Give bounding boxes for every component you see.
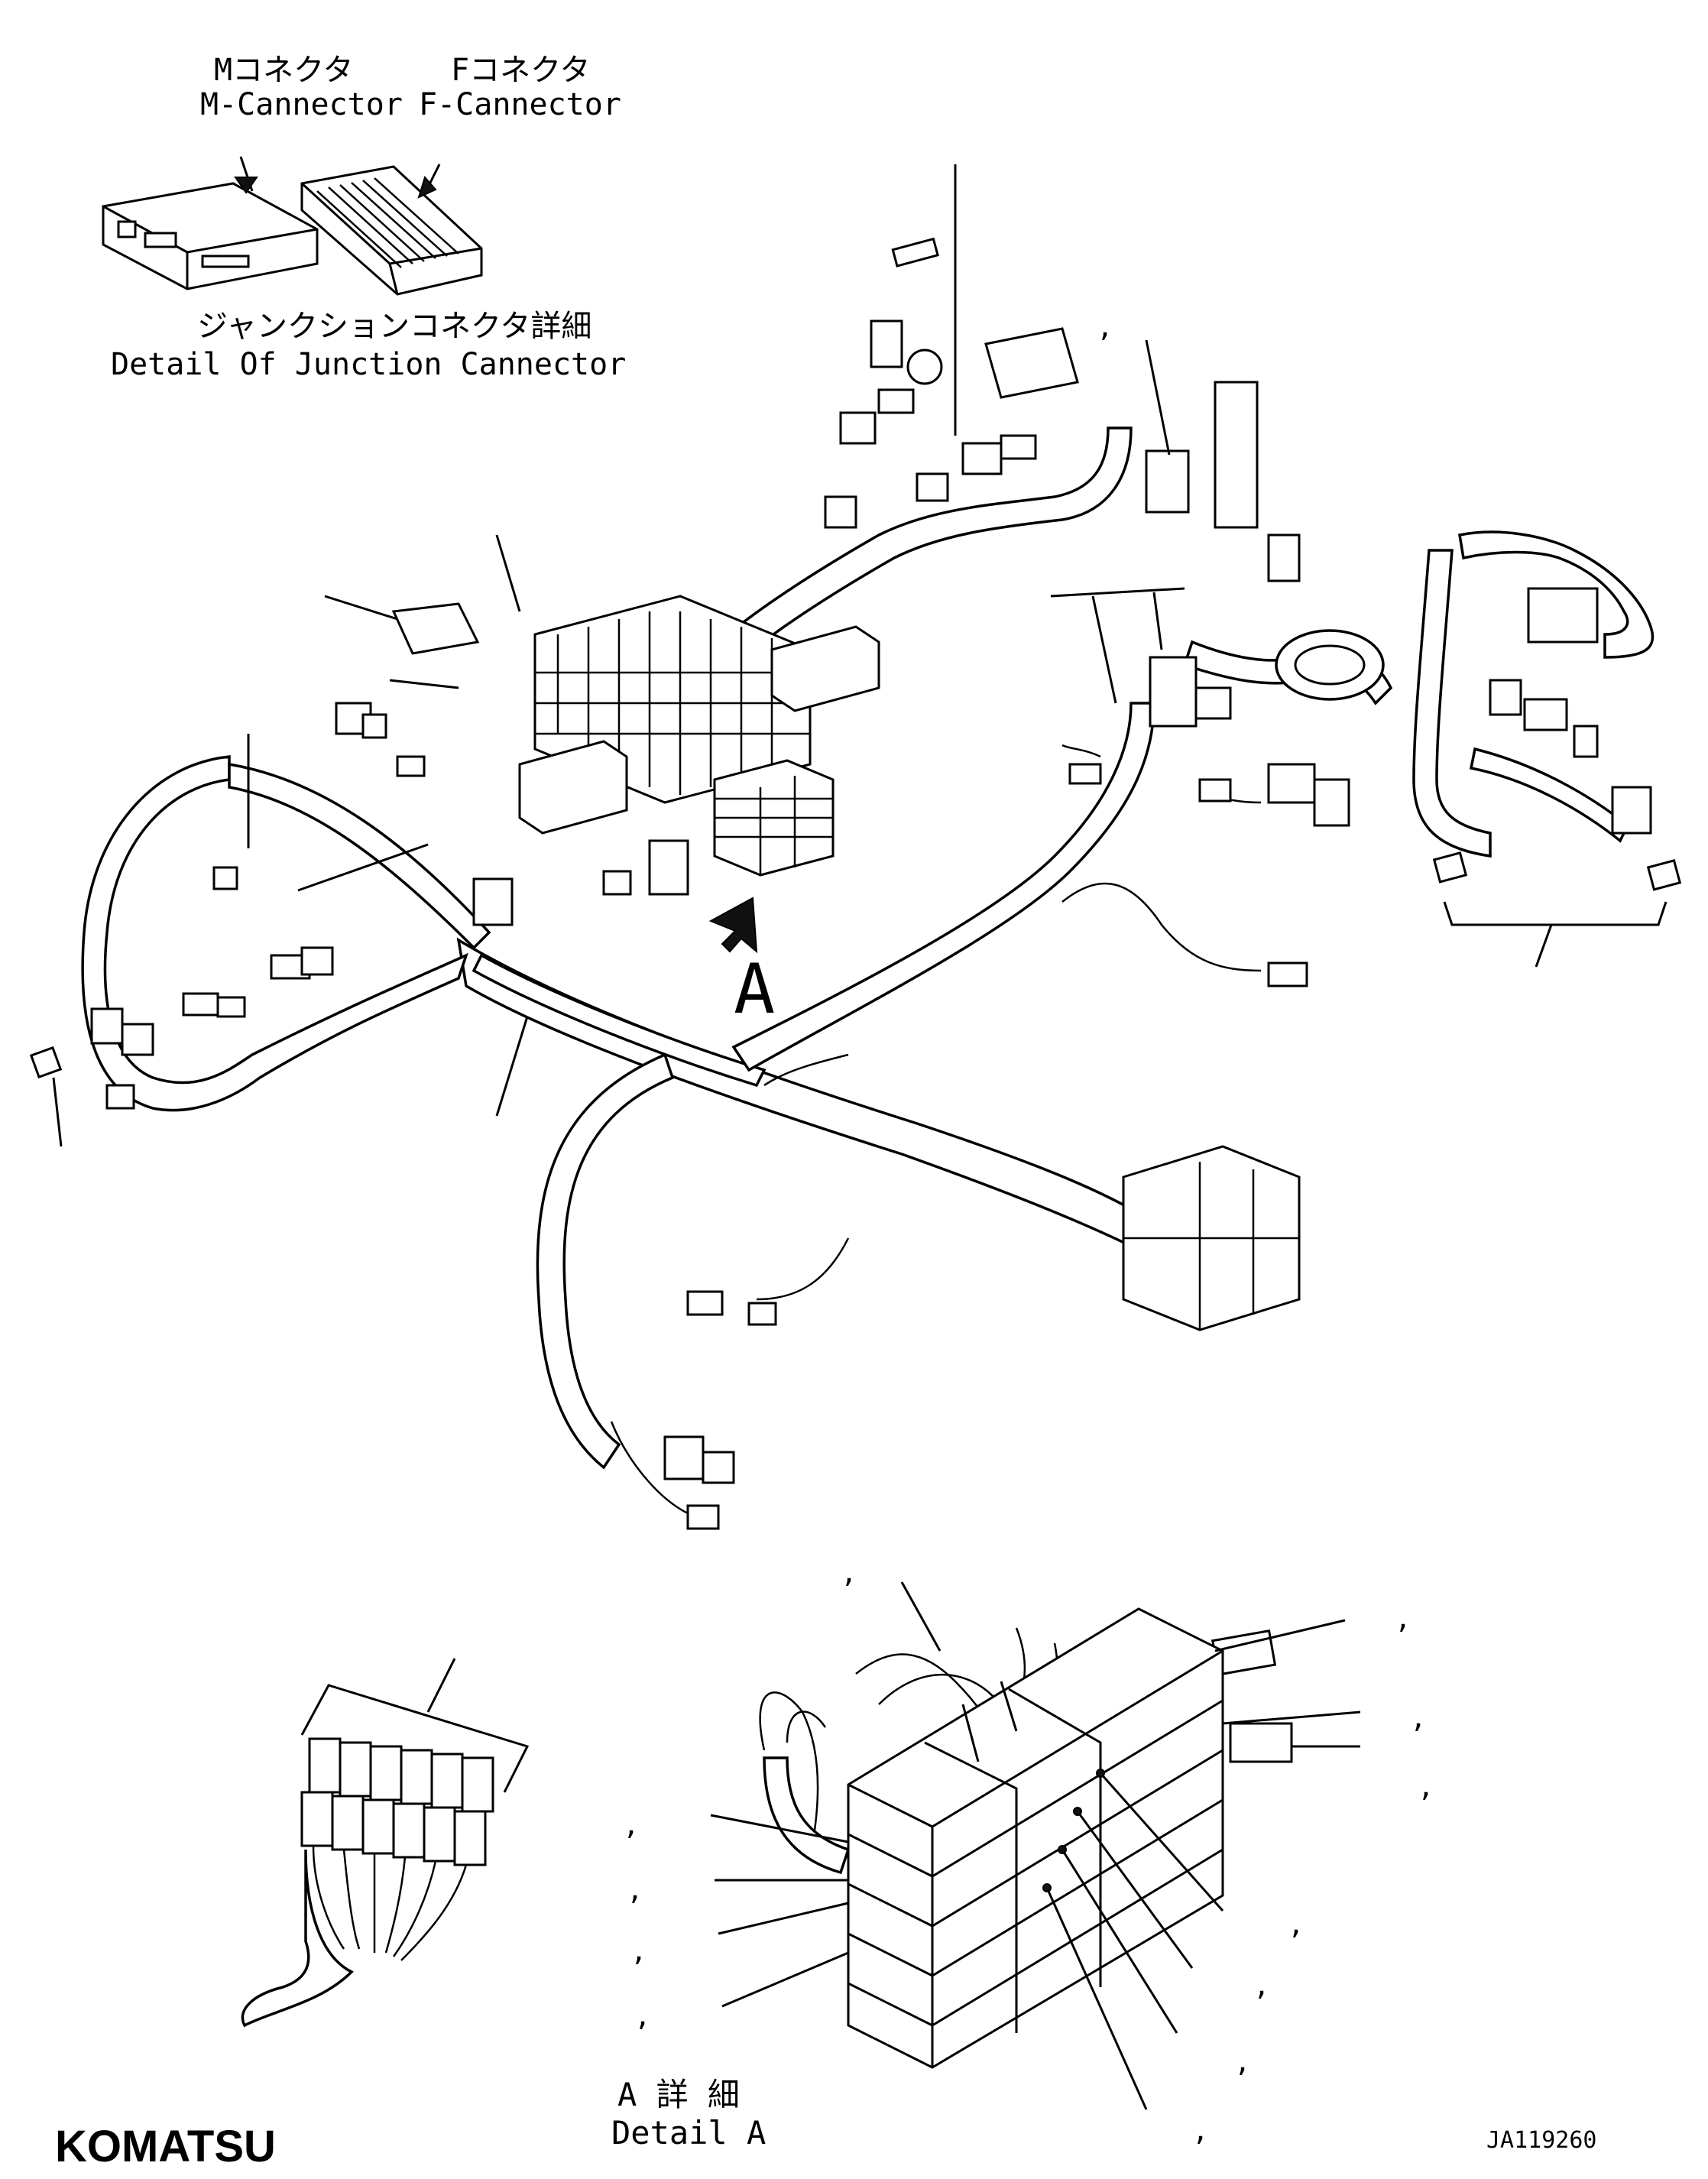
svg-text:,: , (1288, 1909, 1304, 1941)
svg-text:,: , (1192, 2116, 1209, 2147)
svg-text:,: , (627, 1875, 643, 1906)
view-a-arrow: A (708, 897, 775, 1030)
svg-text:,: , (1097, 312, 1113, 343)
f-connector-label-en: F-Cannector (419, 87, 621, 122)
svg-text:,: , (1253, 1970, 1270, 2002)
svg-text:,: , (1395, 1603, 1411, 1635)
svg-text:,: , (630, 1936, 647, 1967)
junction-connector-header: Mコネクタ M-Cannector Fコネクタ F-Cannector ジャンク… (111, 53, 626, 382)
drawing-code: JA119260 (1486, 2127, 1597, 2154)
callout-marks: , , , , , , , , , , , , , (623, 312, 1434, 2147)
detail-a-label-en: Detail A (611, 2114, 766, 2151)
svg-text:,: , (1234, 2047, 1251, 2078)
komatsu-logo: KOMATSU (55, 2122, 276, 2171)
svg-text:,: , (1418, 1772, 1434, 1803)
m-connector-label-en: M-Cannector (200, 87, 403, 122)
leader-lines-main (52, 164, 1667, 1147)
svg-text:,: , (623, 1810, 640, 1841)
m-connector-drawing (102, 156, 319, 290)
svg-text:,: , (634, 2001, 651, 2032)
svg-text:,: , (841, 1558, 857, 1589)
junction-detail-label-en: Detail Of Junction Cannector (111, 347, 626, 382)
fuse-relay-block (391, 595, 880, 877)
harness-connectors (29, 237, 1682, 1530)
view-a-marker: A (734, 949, 775, 1030)
f-connector-label-jp: Fコネクタ (451, 53, 590, 88)
f-connector-drawing (300, 164, 483, 296)
detail-a-relay-stack (710, 1581, 1361, 2110)
svg-text:,: , (1410, 1703, 1427, 1734)
detail-a-label-jp: A 詳 細 (617, 2076, 740, 2113)
thin-wires (610, 744, 1262, 1515)
junction-detail-label-jp: ジャンクションコネクタ詳細 (197, 309, 591, 344)
connector-bundle-detail (241, 1658, 530, 2028)
m-connector-label-jp: Mコネクタ (214, 53, 353, 88)
